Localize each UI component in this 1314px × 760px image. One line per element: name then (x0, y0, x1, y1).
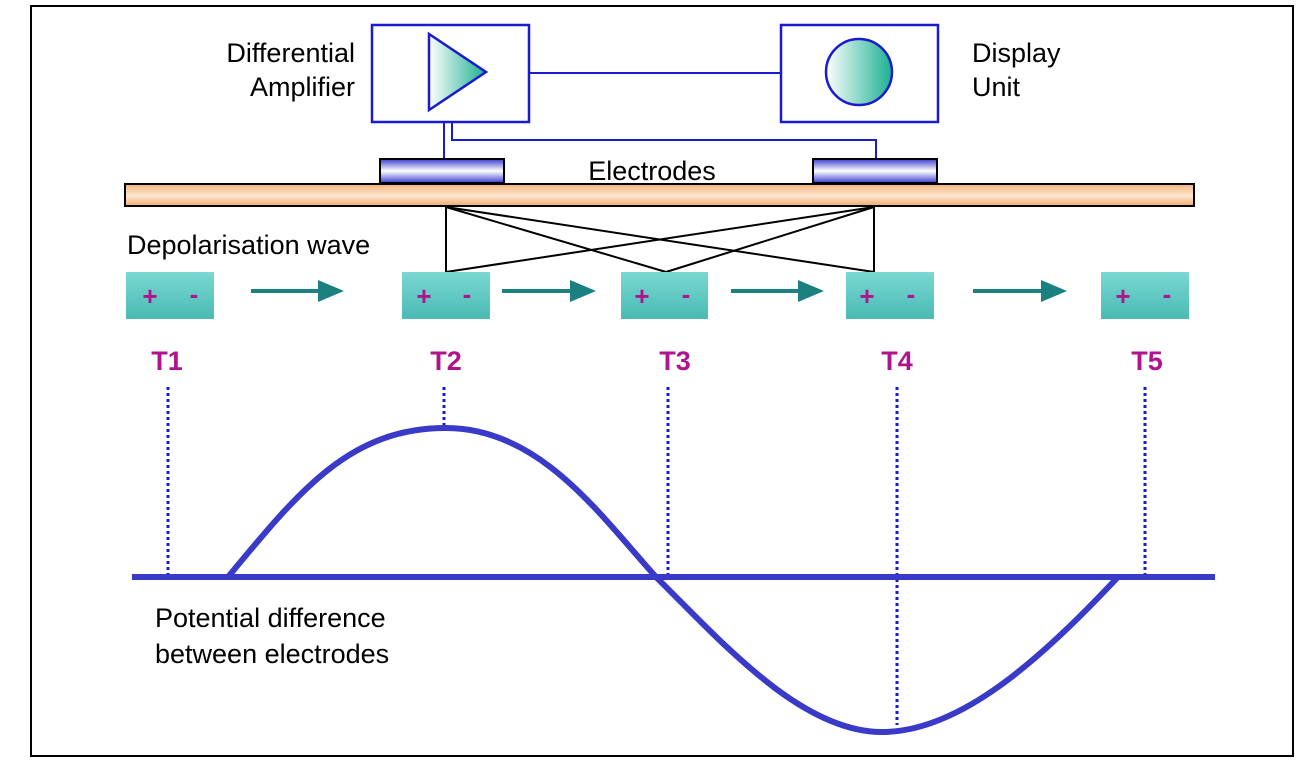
amplifier-label-2: Amplifier (250, 72, 355, 102)
arrow-right-icon (973, 280, 1067, 302)
time-label-t3: T3 (659, 346, 691, 376)
arrow-right-icon (502, 280, 596, 302)
tissue-bar (124, 183, 1195, 207)
time-label-t2: T2 (430, 346, 462, 376)
wave-label: Depolarisation wave (127, 230, 370, 260)
time-label-t5: T5 (1131, 346, 1163, 376)
dipole-1: + - (126, 272, 214, 319)
electrode-left (379, 158, 505, 184)
triangle-amplifier-icon (427, 31, 489, 113)
wave-direction-arrows (251, 280, 1067, 302)
frame (30, 5, 1294, 757)
minus-sign: - (1163, 279, 1172, 309)
dipole-4: + - (846, 272, 934, 319)
wire-right-electrode (451, 122, 877, 160)
potential-waveform (225, 424, 1121, 736)
dipole-5: + - (1101, 272, 1189, 319)
display-label-2: Unit (972, 72, 1021, 102)
plus-sign: + (416, 281, 431, 311)
minus-sign: - (190, 279, 199, 309)
plus-sign: + (634, 281, 649, 311)
electrode-projection-lines (445, 206, 875, 273)
electrodes-label: Electrodes (588, 156, 716, 186)
arrow-right-icon (731, 280, 824, 302)
circle-display-icon (824, 37, 894, 107)
dipole-2: + - (402, 272, 490, 319)
electrode-right (812, 158, 938, 184)
time-label-t4: T4 (881, 346, 913, 376)
minus-sign: - (907, 279, 916, 309)
dipole-3: + - (621, 272, 708, 319)
arrow-right-icon (251, 280, 344, 302)
plus-sign: + (859, 281, 874, 311)
minus-sign: - (682, 279, 691, 309)
plus-sign: + (142, 281, 157, 311)
time-markers (166, 387, 1147, 725)
plus-sign: + (1115, 281, 1130, 311)
amplifier-label-1: Differential (226, 38, 355, 68)
potential-label-2: between electrodes (155, 639, 389, 669)
minus-sign: - (463, 279, 472, 309)
display-label-1: Display (972, 38, 1061, 68)
potential-label-1: Potential difference (155, 603, 386, 633)
time-label-t1: T1 (151, 346, 183, 376)
